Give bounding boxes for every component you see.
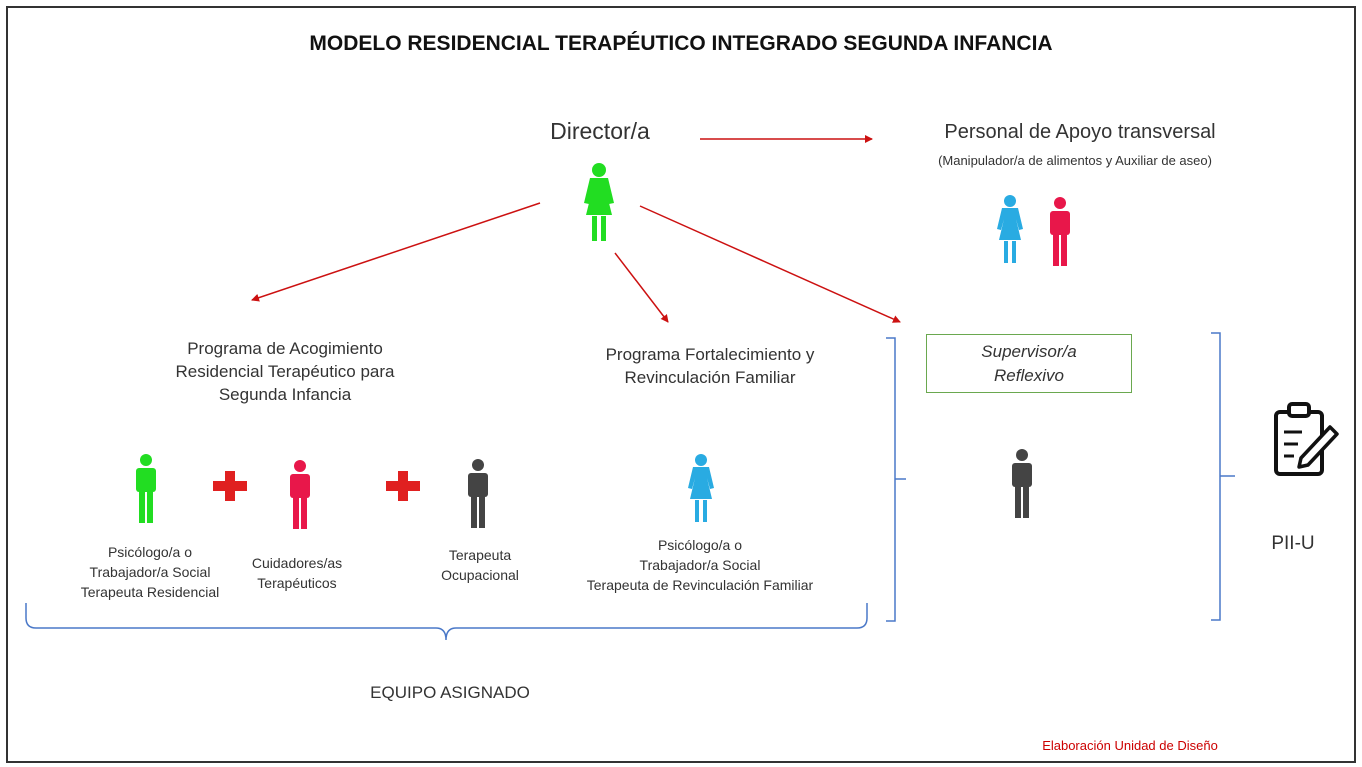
role-line: Trabajador/a Social bbox=[639, 557, 761, 573]
arrow-director-to-supervisor bbox=[639, 205, 901, 323]
role-occupational-therapist: Terapeuta Ocupacional bbox=[410, 545, 550, 585]
pii-label: PII-U bbox=[1271, 533, 1315, 554]
diagram-title: MODELO RESIDENCIAL TERAPÉUTICO INTEGRADO… bbox=[309, 32, 1053, 55]
occupational-therapist-male-icon bbox=[468, 459, 488, 528]
role-line: Psicólogo/a o bbox=[107, 544, 193, 560]
role-residential-therapist: Psicólogo/a o Trabajador/a Social Terape… bbox=[40, 542, 260, 602]
credit-label: Elaboración Unidad de Diseño bbox=[1042, 738, 1218, 753]
support-staff-subtitle: (Manipulador/a de alimentos y Auxiliar d… bbox=[938, 153, 1212, 168]
program-family-line: Programa Fortalecimiento y bbox=[605, 345, 815, 364]
role-caregivers: Cuidadores/as Terapéuticos bbox=[222, 553, 372, 593]
role-line: Cuidadores/as bbox=[251, 555, 343, 571]
arrow-director-to-family bbox=[614, 252, 669, 323]
role-family-therapist: Psicólogo/a o Trabajador/a Social Terape… bbox=[540, 535, 860, 595]
role-line: Psicólogo/a o bbox=[657, 537, 743, 553]
role-line: Terapeuta de Revinculación Familiar bbox=[586, 577, 814, 593]
arrow-director-to-residential bbox=[251, 202, 541, 302]
role-line: Trabajador/a Social bbox=[89, 564, 211, 580]
director-label: Director/a bbox=[550, 118, 650, 144]
caregiver-male-icon bbox=[290, 460, 310, 529]
support-female-icon bbox=[997, 195, 1023, 263]
program-residential-title: Programa de Acogimiento Residencial Tera… bbox=[120, 337, 450, 406]
support-staff-title: Personal de Apoyo transversal bbox=[944, 121, 1216, 143]
plus-icon bbox=[213, 471, 247, 501]
team-label: EQUIPO ASIGNADO bbox=[370, 683, 530, 702]
program-residential-line: Programa de Acogimiento bbox=[187, 339, 383, 358]
supervisor-line: Reflexivo bbox=[994, 365, 1064, 385]
supervisor-left-bracket bbox=[886, 337, 906, 622]
supervisor-right-bracket bbox=[1211, 332, 1235, 621]
team-bracket bbox=[25, 603, 868, 641]
family-therapist-female-icon bbox=[688, 454, 714, 522]
residential-therapist-male-icon bbox=[136, 454, 156, 523]
program-family-line: Revinculación Familiar bbox=[624, 368, 796, 387]
diagram-frame bbox=[6, 6, 1356, 763]
role-line: Terapeuta Residencial bbox=[80, 584, 220, 600]
role-line: Terapéuticos bbox=[257, 575, 337, 591]
supervisor-box: Supervisor/a Reflexivo bbox=[926, 334, 1132, 393]
plus-icon bbox=[386, 471, 420, 501]
director-female-icon bbox=[584, 163, 614, 241]
supervisor-line: Supervisor/a bbox=[981, 341, 1077, 361]
program-residential-line: Segunda Infancia bbox=[218, 385, 352, 404]
role-line: Terapeuta bbox=[448, 547, 512, 563]
supervisor-male-icon bbox=[1012, 449, 1032, 518]
clipboard-edit-icon bbox=[1274, 402, 1339, 476]
program-family-title: Programa Fortalecimiento y Revinculación… bbox=[550, 343, 870, 389]
support-male-icon bbox=[1050, 197, 1070, 266]
program-residential-line: Residencial Terapéutico para bbox=[175, 362, 395, 381]
role-line: Ocupacional bbox=[441, 567, 519, 583]
